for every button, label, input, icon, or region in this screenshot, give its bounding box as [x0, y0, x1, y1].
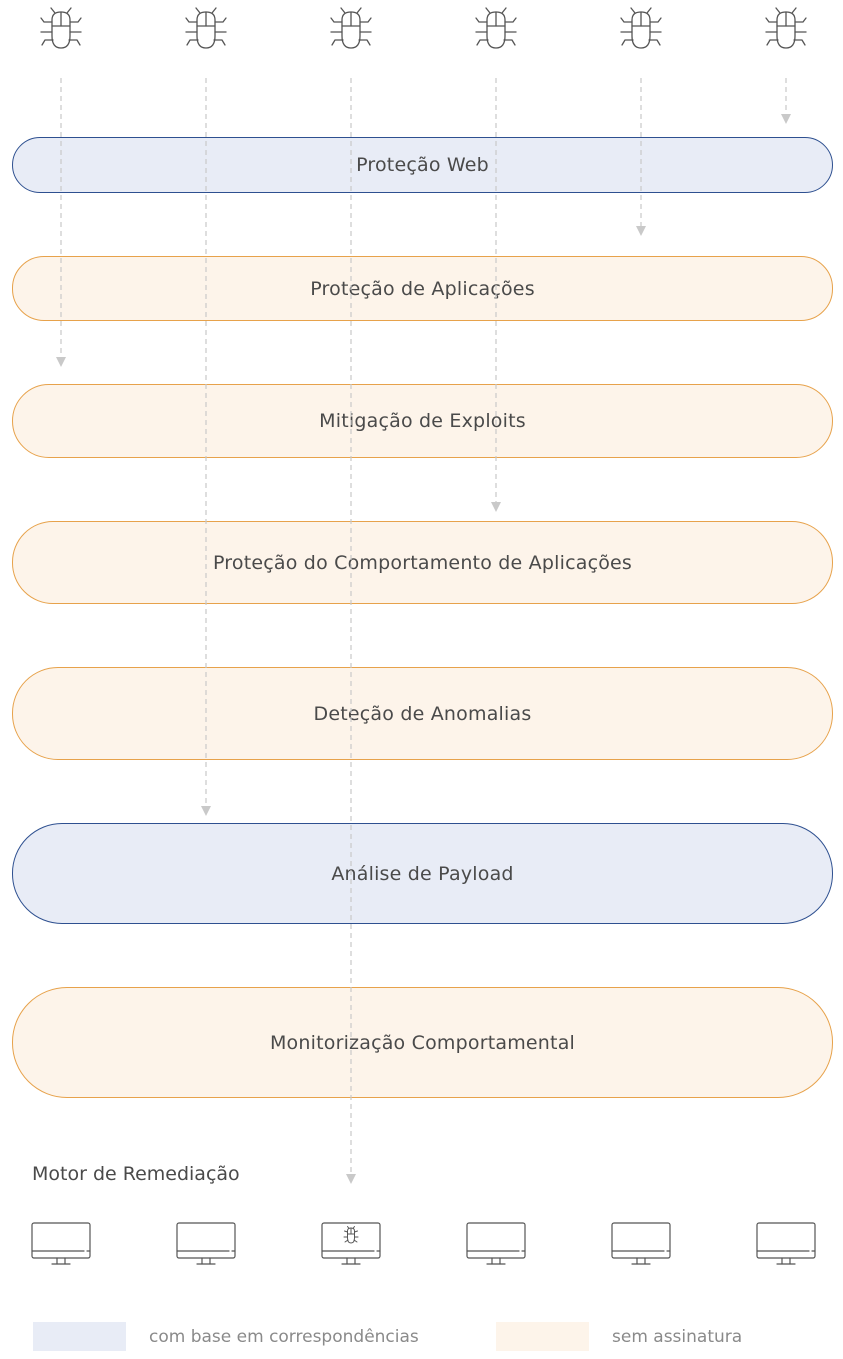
bug-icon [185, 7, 227, 49]
bug-icon [620, 7, 662, 49]
layer-label: Proteção Web [356, 154, 489, 176]
monitor-icon [466, 1222, 526, 1265]
layer-web-protection: Proteção Web [12, 137, 833, 193]
monitor-icon [31, 1222, 91, 1265]
threat-arrow [781, 78, 791, 124]
layer-anomaly-detection: Deteção de Anomalias [12, 667, 833, 760]
legend-swatch-match [33, 1322, 126, 1351]
legend-label-nosig: sem assinatura [612, 1327, 743, 1347]
layer-application-protection: Proteção de Aplicações [12, 256, 833, 321]
bug-icon [330, 7, 372, 49]
layer-behavioral-monitoring: Monitorização Comportamental [12, 987, 833, 1098]
bug-icon [765, 7, 807, 49]
layer-label: Monitorização Comportamental [269, 1031, 576, 1054]
layer-label: Mitigação de Exploits [319, 410, 526, 432]
remediation-engine-title: Motor de Remediação [32, 1163, 240, 1185]
monitor-icon [176, 1222, 236, 1265]
layer-label: Análise de Payload [331, 862, 514, 885]
bug-icon [475, 7, 517, 49]
threat-arrow [56, 78, 66, 367]
bug-icon [40, 7, 82, 49]
layer-label: Proteção de Aplicações [310, 277, 535, 300]
infected-monitor-icon [321, 1222, 381, 1265]
layer-payload-analysis: Análise de Payload [12, 823, 833, 924]
layer-label: Proteção do Comportamento de Aplicações [212, 551, 633, 574]
monitor-icon [756, 1222, 816, 1265]
legend-label-match: com base em correspondências [149, 1327, 419, 1347]
layer-label: Deteção de Anomalias [313, 702, 532, 725]
bug-icon [343, 1226, 359, 1244]
monitor-icon [611, 1222, 671, 1265]
layer-exploit-mitigation: Mitigação de Exploits [12, 384, 833, 458]
layer-app-behavior-protection: Proteção do Comportamento de Aplicações [12, 521, 833, 604]
legend-swatch-nosig [496, 1322, 589, 1351]
